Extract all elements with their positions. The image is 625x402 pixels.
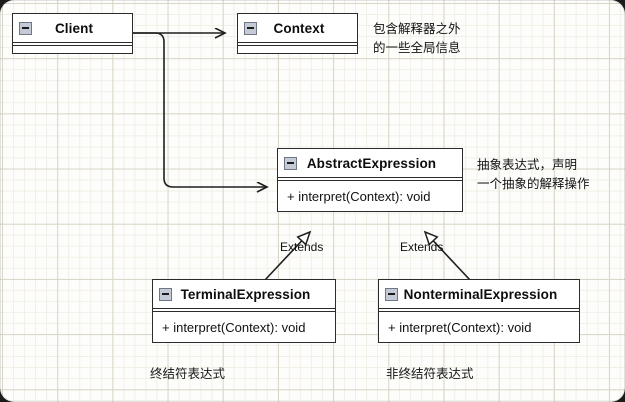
class-members-empty	[13, 46, 132, 53]
class-member-label: + interpret(Context): void	[287, 188, 431, 204]
class-title-nonterminal-expression: NonterminalExpression	[379, 280, 579, 308]
class-name-label: TerminalExpression	[180, 286, 311, 302]
class-member-label: + interpret(Context): void	[388, 319, 532, 335]
edge-label-nonterminal-extends: Extends	[400, 240, 444, 254]
class-member-row: + interpret(Context): void	[153, 312, 335, 342]
class-box-abstract-expression[interactable]: AbstractExpression + interpret(Context):…	[277, 148, 463, 212]
collapse-minus-icon[interactable]	[385, 287, 398, 301]
class-title-context: Context	[238, 14, 357, 42]
caption-nonterminal-expression: 非终结符表达式	[386, 367, 474, 381]
class-compartment-separator	[238, 42, 357, 46]
class-member-label: + interpret(Context): void	[162, 319, 306, 335]
collapse-minus-icon[interactable]	[19, 21, 32, 35]
class-title-client: Client	[13, 14, 132, 42]
collapse-minus-icon[interactable]	[284, 156, 297, 170]
class-compartment-separator	[278, 177, 462, 181]
class-members-empty	[238, 46, 357, 53]
class-box-context[interactable]: Context	[237, 13, 358, 54]
class-compartment-separator	[379, 308, 579, 312]
class-member-row: + interpret(Context): void	[379, 312, 579, 342]
class-name-label: Context	[273, 20, 325, 36]
collapse-minus-icon[interactable]	[159, 287, 172, 301]
class-box-nonterminal-expression[interactable]: NonterminalExpression + interpret(Contex…	[378, 279, 580, 343]
class-compartment-separator	[13, 42, 132, 46]
class-name-label: Client	[54, 20, 94, 36]
class-name-label: NonterminalExpression	[403, 286, 558, 302]
note-context: 包含解释器之外 的一些全局信息	[373, 22, 461, 55]
class-member-row: + interpret(Context): void	[278, 181, 462, 211]
class-name-label: AbstractExpression	[306, 155, 437, 171]
class-box-client[interactable]: Client	[12, 13, 133, 54]
collapse-minus-icon[interactable]	[244, 21, 257, 35]
caption-terminal-expression: 终结符表达式	[150, 367, 226, 381]
class-title-abstract-expression: AbstractExpression	[278, 149, 462, 177]
class-compartment-separator	[153, 308, 335, 312]
edge-client-to-abstract-expression	[132, 32, 267, 187]
class-box-terminal-expression[interactable]: TerminalExpression + interpret(Context):…	[152, 279, 336, 343]
edge-label-terminal-extends: Extends	[280, 240, 324, 254]
note-abstract-expression: 抽象表达式，声明 一个抽象的解释操作	[477, 158, 590, 191]
class-title-terminal-expression: TerminalExpression	[153, 280, 335, 308]
